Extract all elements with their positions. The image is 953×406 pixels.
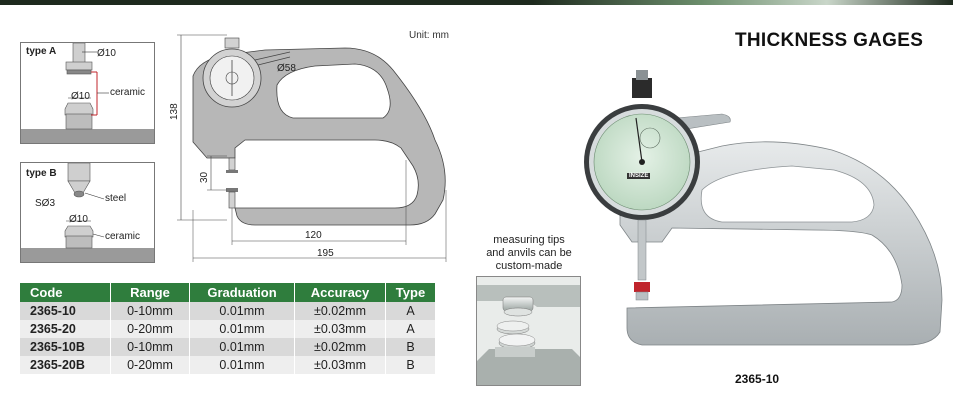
cell-range: 0-10mm [110, 338, 190, 356]
type-b-title: type B [26, 168, 57, 179]
unit-note: Unit: mm [409, 30, 449, 41]
header-type: Type [385, 283, 436, 302]
cell-range: 0-20mm [110, 320, 190, 338]
header-code: Code [20, 283, 111, 302]
type-b-sphere-radius: SØ3 [35, 198, 56, 209]
type-b-top-material: steel [105, 193, 127, 204]
cell-accuracy: ±0.02mm [294, 302, 386, 320]
cell-graduation: 0.01mm [189, 338, 295, 356]
cell-type: A [385, 302, 436, 320]
type-b-bottom-diameter: Ø10 [69, 214, 88, 225]
cell-graduation: 0.01mm [189, 356, 295, 374]
table-row: 2365-20B 0-20mm 0.01mm ±0.03mm B [20, 356, 436, 374]
spec-table: Code Range Graduation Accuracy Type 2365… [20, 283, 436, 374]
cell-range: 0-10mm [110, 302, 190, 320]
cell-graduation: 0.01mm [189, 320, 295, 338]
type-a-tip-diagram [21, 43, 154, 143]
table-header-row: Code Range Graduation Accuracy Type [20, 283, 436, 302]
product-code-label: 2365-10 [735, 372, 780, 386]
header-range: Range [110, 283, 190, 302]
height-dimension: 138 [169, 103, 180, 120]
top-decorative-bar [0, 0, 953, 5]
dial-brand-logo: INSIZE [627, 173, 651, 179]
type-b-detail: type B SØ3 steel Ø10 ceramic [20, 162, 155, 263]
callout-line-2: and anvils can be [486, 247, 572, 259]
cell-code: 2365-20 [20, 320, 111, 338]
cell-type: A [385, 320, 436, 338]
cell-code: 2365-20B [20, 356, 111, 374]
header-graduation: Graduation [189, 283, 295, 302]
custom-tips-callout: measuring tips and anvils can be custom-… [478, 234, 580, 273]
cell-type: B [385, 338, 436, 356]
type-a-top-diameter: Ø10 [97, 48, 116, 59]
type-a-material: ceramic [110, 87, 146, 98]
gap-dimension: 30 [199, 171, 210, 183]
table-row: 2365-20 0-20mm 0.01mm ±0.03mm A [20, 320, 436, 338]
dial-diameter-label: Ø58 [277, 63, 296, 74]
type-a-title: type A [26, 46, 57, 57]
cell-accuracy: ±0.03mm [294, 356, 386, 374]
table-row: 2365-10 0-10mm 0.01mm ±0.02mm A [20, 302, 436, 320]
cell-code: 2365-10 [20, 302, 111, 320]
length-dimension: 195 [317, 248, 334, 259]
page-title: THICKNESS GAGES [735, 30, 924, 51]
depth-dimension: 120 [305, 230, 322, 241]
cell-accuracy: ±0.02mm [294, 338, 386, 356]
cell-range: 0-20mm [110, 356, 190, 374]
cell-type: B [385, 356, 436, 374]
type-b-tip-diagram [21, 163, 154, 262]
tips-closeup-photo [476, 276, 581, 386]
callout-line-1: measuring tips [493, 234, 565, 246]
cell-accuracy: ±0.03mm [294, 320, 386, 338]
technical-drawing: Ø58 138 30 120 195 [165, 30, 465, 270]
product-photo: INSIZE [572, 70, 947, 370]
callout-line-3: custom-made [495, 260, 563, 272]
type-b-bottom-material: ceramic [105, 231, 141, 242]
type-a-bottom-diameter: Ø10 [71, 91, 90, 102]
cell-graduation: 0.01mm [189, 302, 295, 320]
type-a-detail: type A Ø10 ceramic Ø10 [20, 42, 155, 144]
gage-outline-drawing [177, 34, 447, 262]
cell-code: 2365-10B [20, 338, 111, 356]
table-row: 2365-10B 0-10mm 0.01mm ±0.02mm B [20, 338, 436, 356]
header-accuracy: Accuracy [294, 283, 386, 302]
